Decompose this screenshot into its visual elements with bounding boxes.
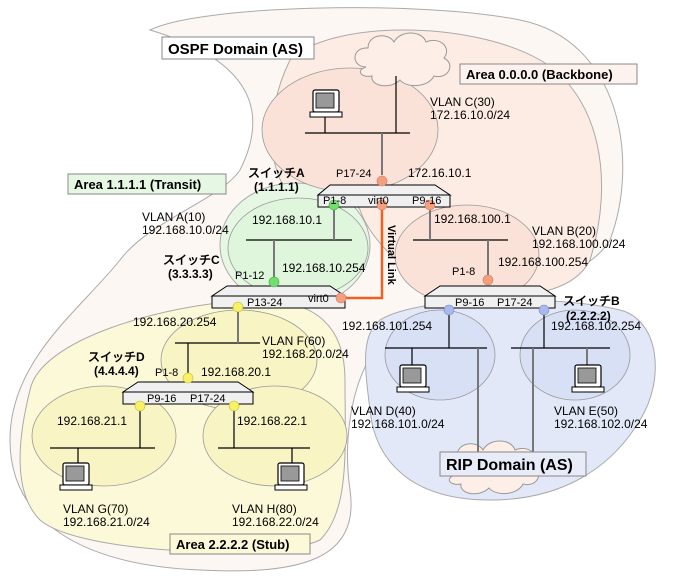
stub-area-label: Area 2.2.2.2 (Stub) [176, 537, 289, 552]
pc-vlan-e-icon [571, 364, 605, 393]
switch-a-port-label: P9-16 [412, 195, 441, 207]
vlan-e-net: 192.168.102.0/24 [554, 417, 648, 431]
rip-domain-label: RIP Domain (AS) [446, 457, 573, 474]
switch-b-port-label: P17-24 [497, 297, 532, 309]
ip-label: 192.168.21.1 [57, 414, 127, 428]
ospf-domain-label: OSPF Domain (AS) [168, 41, 303, 58]
switch-d-port-label: P1-8 [155, 367, 178, 379]
switch-d-port-label: P17-24 [190, 393, 225, 405]
switch-a-port-label: P1-8 [323, 195, 346, 207]
pc-vlan-h-icon [274, 462, 308, 491]
port-d-p17-24 [228, 400, 240, 412]
vlan-a-name: VLAN A(10) [142, 210, 205, 224]
port-d-p1-8 [182, 372, 194, 384]
switch-a-port-label: virt0 [368, 195, 389, 207]
ip-label: 192.168.10.1 [252, 213, 322, 227]
transit-area-label: Area 1.1.1.1 (Transit) [74, 177, 201, 192]
switch-c-name: スイッチC [163, 253, 220, 267]
switch-d-id: (4.4.4.4) [94, 364, 139, 378]
ip-label: 192.168.100.254 [498, 255, 588, 269]
switch-b-id: (2.2.2.2) [566, 309, 611, 323]
port-c-virt0 [335, 292, 347, 304]
switch-c-id: (3.3.3.3) [168, 267, 213, 281]
vlan-b-name: VLAN B(20) [532, 224, 596, 238]
vlan-c-net: 172.16.10.0/24 [430, 108, 510, 122]
port-d-p9-16 [134, 400, 146, 412]
vlan-e-region [519, 309, 631, 401]
port-c-p13-24 [232, 301, 244, 313]
virtual-link-line [345, 205, 384, 300]
switch-d-port-label: P9-16 [147, 393, 176, 405]
backbone-area-label: Area 0.0.0.0 (Backbone) [466, 67, 613, 82]
switch-d-name: スイッチD [88, 350, 145, 364]
vlan-g-name: VLAN G(70) [63, 502, 128, 516]
vlan-d-name: VLAN D(40) [351, 404, 416, 418]
ip-label: 192.168.100.1 [434, 212, 511, 226]
port-a-p17-24 [376, 175, 388, 187]
ip-label: 192.168.102.254 [551, 319, 641, 333]
vlan-d-net: 192.168.101.0/24 [351, 417, 445, 431]
vlan-a-net: 192.168.10.0/24 [142, 223, 229, 237]
switch-a-name: スイッチA [248, 166, 305, 180]
vlan-e-name: VLAN E(50) [554, 404, 618, 418]
port-a-virt0 [376, 199, 388, 211]
switch-b-name: スイッチB [563, 294, 620, 308]
vlan-c-name: VLAN C(30) [430, 95, 495, 109]
switch-d[interactable] [121, 381, 255, 405]
ip-label: 192.168.101.254 [342, 319, 432, 333]
ip-label: 192.168.22.1 [237, 414, 307, 428]
vlan-f-name: VLAN F(60) [262, 334, 325, 348]
port-b-p1-8 [482, 274, 494, 286]
switch-c-port-label: virt0 [308, 293, 329, 305]
pc-vlan-c-icon [309, 89, 343, 118]
port-a-p9-16 [424, 199, 436, 211]
port-a-p1-8 [328, 199, 340, 211]
ip-label: 192.168.10.254 [282, 261, 366, 275]
virtual-link-label: Virtual Link [385, 225, 397, 286]
switch-b-port-label: P1-8 [452, 266, 475, 278]
switch-b[interactable] [423, 285, 557, 309]
switch-a-id: (1.1.1.1) [254, 180, 299, 194]
vlan-f-net: 192.168.20.0/24 [262, 347, 349, 361]
pc-vlan-g-icon [59, 462, 93, 491]
switch-c-port-label: P13-24 [247, 297, 282, 309]
switch-c-port-label: P1-12 [235, 270, 264, 282]
ip-label: 192.168.20.1 [201, 365, 271, 379]
pc-vlan-d-icon [396, 364, 430, 393]
port-b-p9-16 [443, 304, 455, 316]
vlan-b-net: 192.168.100.0/24 [532, 237, 626, 251]
port-b-p17-24 [538, 304, 550, 316]
ip-label: 172.16.10.1 [408, 166, 472, 180]
vlan-h-net: 192.168.22.0/24 [232, 515, 319, 529]
switch-b-port-label: P9-16 [455, 297, 484, 309]
switch-a-port-label: P17-24 [336, 168, 371, 180]
port-c-p1-12 [268, 276, 280, 288]
vlan-h-name: VLAN H(80) [232, 502, 297, 516]
ip-label: 192.168.20.254 [133, 315, 217, 329]
vlan-g-net: 192.168.21.0/24 [63, 515, 150, 529]
